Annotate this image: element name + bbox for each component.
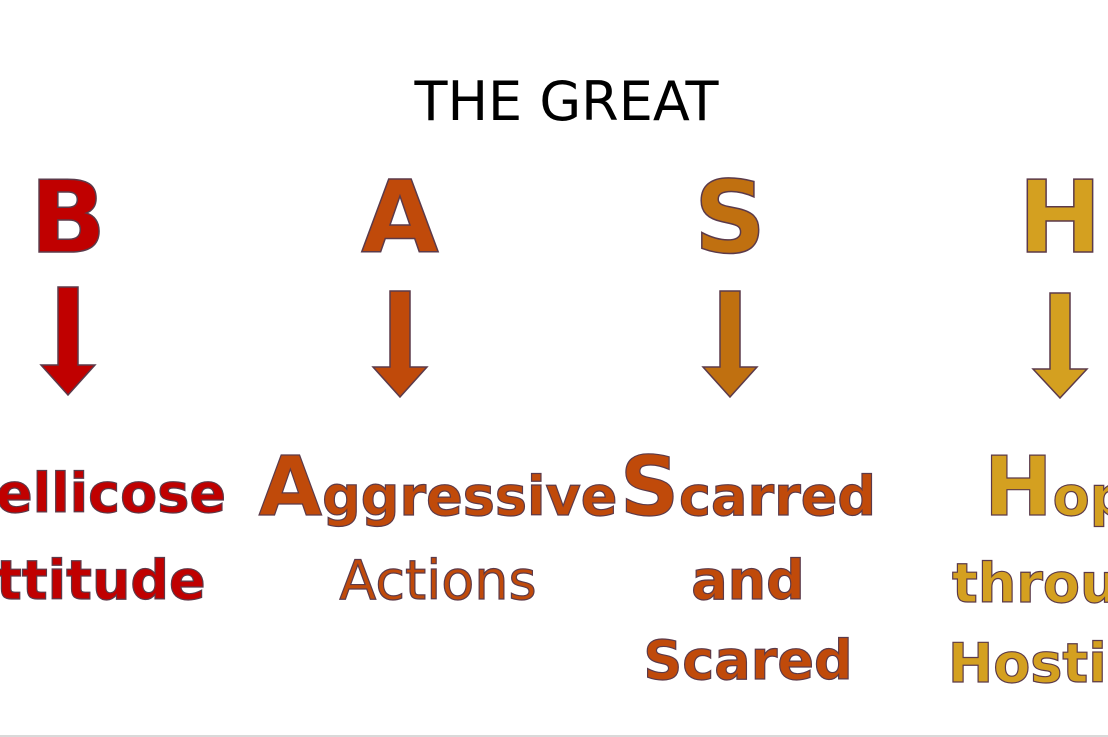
down-arrow-icon <box>701 290 759 399</box>
word-h-initial: H <box>983 440 1053 535</box>
word-h-line3: Hostil <box>947 631 1108 695</box>
letter-s: S <box>693 158 767 277</box>
word-a-line2: Actions <box>339 548 537 612</box>
letter-h: H <box>1017 158 1102 277</box>
word-a-initial: A <box>258 440 323 535</box>
word-h-line2: throug <box>951 551 1108 615</box>
word-h-line1: Hop <box>983 446 1108 529</box>
word-a-rest: ggressive <box>322 464 618 528</box>
slide-title: THE GREAT <box>414 70 719 133</box>
word-b-line2: ttitude <box>0 548 206 612</box>
word-a-line1: Aggressive <box>238 446 638 529</box>
word-s-line2: and <box>691 548 806 612</box>
bottom-divider <box>0 735 1108 737</box>
word-s-line1: Scarred <box>548 446 948 529</box>
letter-a: A <box>361 158 440 277</box>
word-b-line1: ellicose <box>0 461 396 526</box>
letter-b: B <box>29 158 107 277</box>
down-arrow-icon <box>371 290 429 399</box>
word-h-rest: op <box>1052 464 1108 528</box>
word-s-rest: carred <box>678 464 877 528</box>
down-arrow-icon <box>39 286 97 397</box>
word-s-initial: S <box>619 440 680 535</box>
word-s-line3: Scared <box>643 628 853 692</box>
down-arrow-icon <box>1031 292 1089 399</box>
word-b-rest: ellicose <box>0 461 227 525</box>
